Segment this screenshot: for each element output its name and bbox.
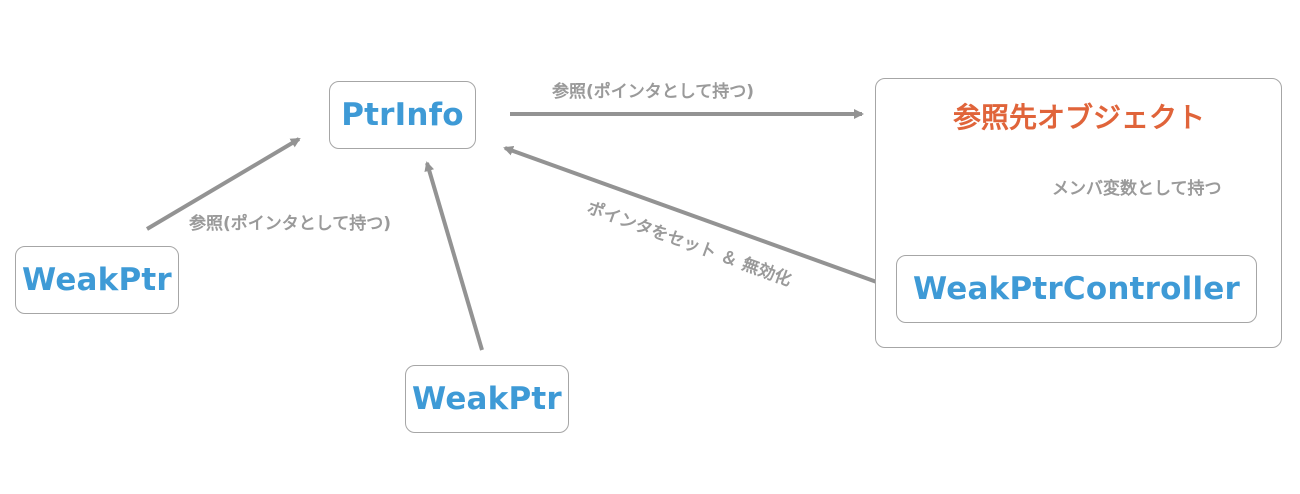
edge-label-left-to-ptrinfo: 参照(ポインタとして持つ) xyxy=(189,214,392,234)
ptrinfo-node: PtrInfo xyxy=(329,81,476,149)
weakptr-bottom-label: WeakPtr xyxy=(412,381,562,417)
edge-left-weakptr-to-ptrinfo xyxy=(145,137,301,231)
target-object-title: 参照先オブジェクト xyxy=(952,101,1205,134)
edge-label-target-to-controller: メンバ変数として持つ xyxy=(1052,179,1222,199)
edge-label-ptrinfo-to-target: 参照(ポインタとして持つ) xyxy=(552,82,755,102)
weakptr-controller-label: WeakPtrController xyxy=(913,271,1240,307)
ptrinfo-label: PtrInfo xyxy=(341,97,464,133)
edge-controller-to-ptrinfo xyxy=(503,146,886,287)
edge-bottom-weakptr-to-ptrinfo xyxy=(424,161,484,351)
weakptr-node-left: WeakPtr xyxy=(15,246,179,314)
weakptr-node-bottom: WeakPtr xyxy=(405,365,569,433)
weakptr-controller-node: WeakPtrController xyxy=(896,255,1257,323)
weakptr-left-label: WeakPtr xyxy=(22,262,172,298)
